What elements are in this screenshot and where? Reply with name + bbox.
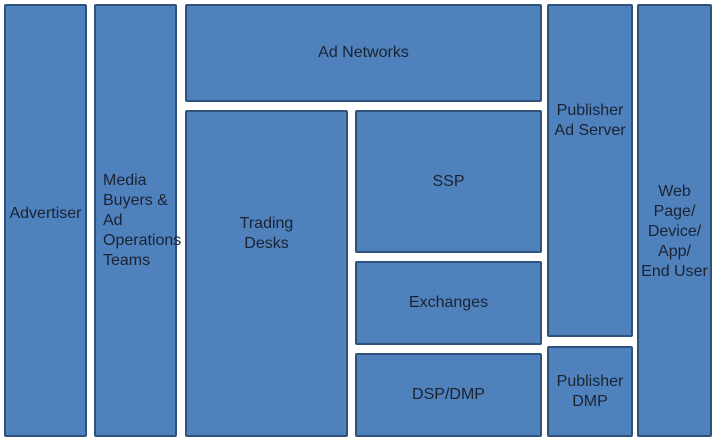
publisher-ad-server-label: Publisher Ad Server: [554, 101, 626, 139]
publisher-ad-server-box: Publisher Ad Server: [547, 4, 633, 337]
trading-desks-box: Trading Desks: [185, 110, 348, 437]
publisher-dmp-label: Publisher DMP: [556, 372, 624, 410]
ad-networks-label: Ad Networks: [318, 44, 409, 61]
web-page-end-user-box: Web Page/ Device/ App/ End User: [637, 4, 712, 437]
web-page-end-user-label: Web Page/ Device/ App/ End User: [641, 182, 708, 280]
media-buyers-label: Media Buyers & Ad Operations Teams: [103, 171, 182, 269]
ad-networks-box: Ad Networks: [185, 4, 542, 102]
trading-desks-label: Trading Desks: [239, 214, 294, 252]
dsp-dmp-box: DSP/DMP: [355, 353, 542, 437]
exchanges-label: Exchanges: [408, 294, 489, 311]
ssp-box: SSP: [355, 110, 542, 253]
advertiser-box: Advertiser: [4, 4, 87, 437]
advertiser-label: Advertiser: [9, 204, 82, 222]
dsp-dmp-label: DSP/DMP: [412, 386, 485, 403]
ssp-label: SSP: [432, 172, 465, 190]
exchanges-box: Exchanges: [355, 261, 542, 345]
publisher-dmp-box: Publisher DMP: [547, 346, 633, 437]
media-buyers-box: Media Buyers & Ad Operations Teams: [94, 4, 181, 437]
